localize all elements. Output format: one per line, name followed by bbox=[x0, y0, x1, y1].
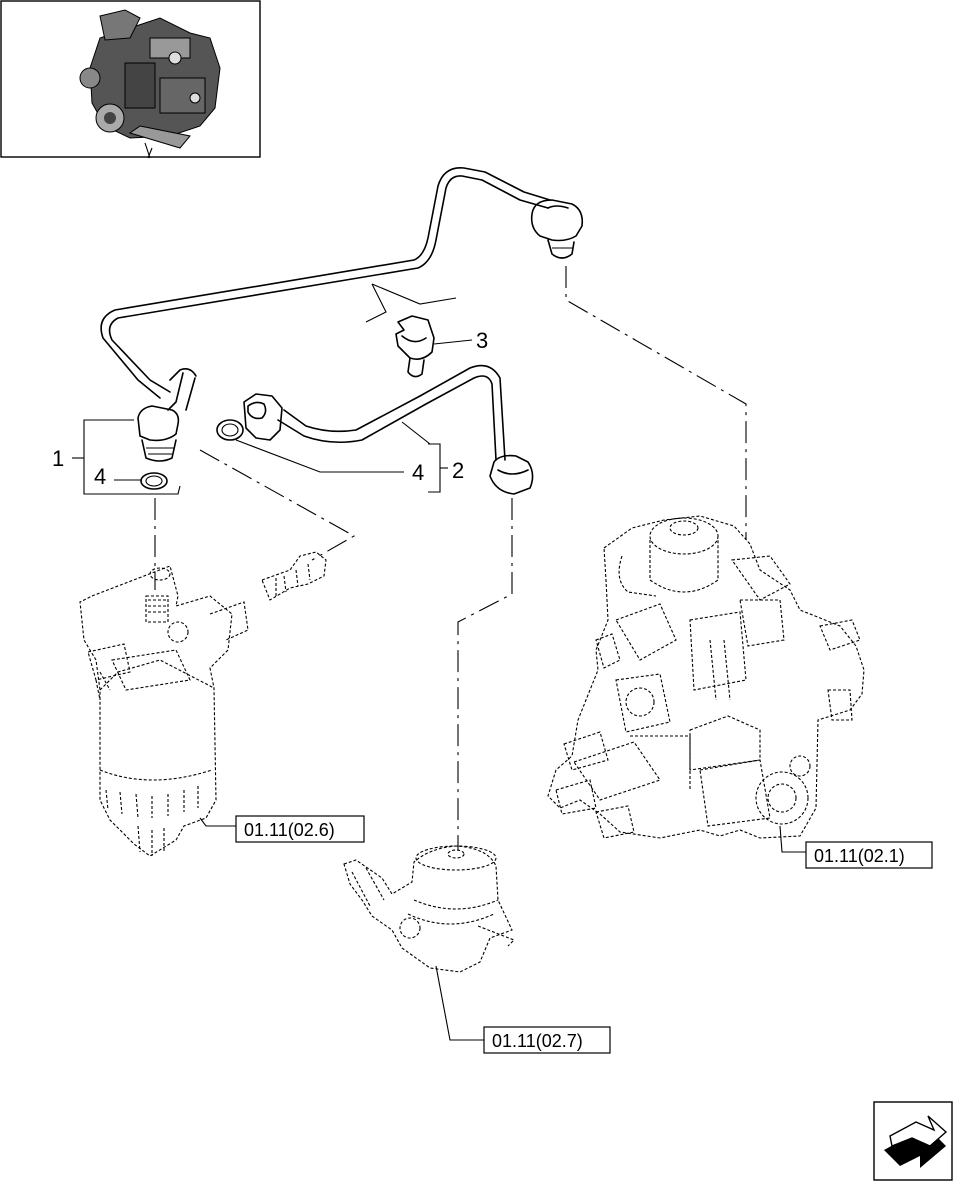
callout-bracket-1 bbox=[72, 419, 181, 495]
callout-2: 2 bbox=[452, 458, 464, 483]
reference-feed-pump[interactable]: 01.11(02.7) bbox=[483, 1026, 611, 1054]
reference-filter[interactable]: 01.11(02.6) bbox=[235, 815, 365, 843]
callout-4-left: 4 bbox=[94, 464, 106, 489]
callout-3: 3 bbox=[476, 328, 488, 353]
reference-injection-pump-label: 01.11(02.1) bbox=[814, 846, 905, 866]
fuel-pipe-1 bbox=[100, 167, 584, 462]
reference-injection-pump[interactable]: 01.11(02.1) bbox=[805, 841, 933, 869]
fuel-filter bbox=[79, 551, 327, 857]
pipe-clip bbox=[395, 315, 473, 378]
engine-thumbnail-icon[interactable] bbox=[0, 0, 261, 159]
feed-pump bbox=[343, 845, 515, 1041]
reference-filter-label: 01.11(02.6) bbox=[244, 820, 335, 840]
callout-4-right: 4 bbox=[412, 460, 424, 485]
reference-feed-pump-label: 01.11(02.7) bbox=[492, 1031, 583, 1051]
next-page-arrow-icon[interactable] bbox=[873, 1101, 953, 1181]
injection-pump bbox=[547, 515, 865, 853]
fuel-pipe-2 bbox=[216, 364, 534, 495]
callout-1: 1 bbox=[52, 446, 64, 471]
center-lines bbox=[154, 266, 747, 850]
